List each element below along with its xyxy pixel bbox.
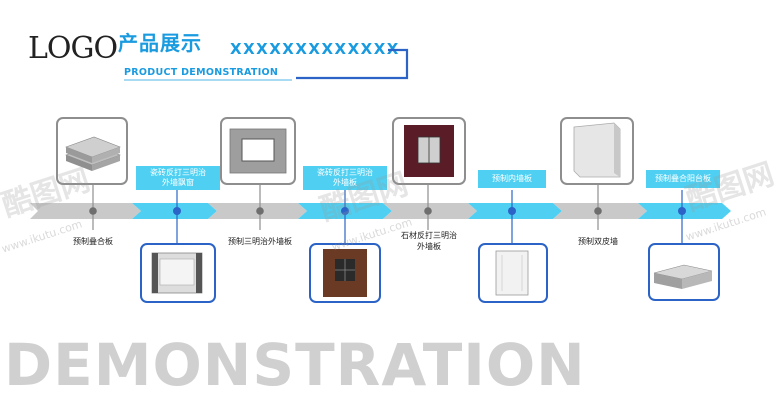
title-placeholder: XXXXXXXXXXXXX bbox=[230, 40, 400, 58]
step-label-3: 预制三明治外墙板 bbox=[228, 237, 292, 246]
timeline-dot-5 bbox=[424, 207, 432, 215]
step-label-box-2: 瓷砖反打三明治 外墙飘窗 bbox=[136, 166, 220, 190]
product-image-sandwich-wall bbox=[229, 128, 287, 174]
product-image-stone-wall bbox=[404, 125, 454, 177]
product-image-balcony-slab bbox=[653, 264, 713, 289]
footer-big-text: DEMONSTRATION bbox=[4, 331, 586, 399]
header-bracket bbox=[296, 48, 409, 80]
logo: LOGO bbox=[28, 31, 118, 66]
timeline-segment-1 bbox=[30, 203, 141, 219]
step-label-7: 预制双皮墙 bbox=[578, 237, 618, 246]
page-title: 产品展示 bbox=[118, 31, 202, 55]
product-image-interior-wall bbox=[495, 250, 529, 296]
product-frame-7 bbox=[560, 117, 634, 185]
product-frame-5 bbox=[392, 117, 466, 185]
timeline-dot-2 bbox=[173, 207, 181, 215]
step-label-4b: 外墙板 bbox=[333, 178, 357, 187]
product-image-slab bbox=[65, 136, 121, 171]
product-frame-2 bbox=[140, 243, 216, 303]
timeline-dot-1 bbox=[89, 207, 97, 215]
timeline-dot-3 bbox=[256, 207, 264, 215]
timeline-dot-6 bbox=[508, 207, 516, 215]
step-label-2a: 瓷砖反打三明治 bbox=[150, 168, 206, 177]
page-subtitle: PRODUCT DEMONSTRATION bbox=[124, 67, 279, 78]
step-label-4a: 瓷砖反打三明治 bbox=[317, 168, 373, 177]
product-frame-1 bbox=[56, 117, 128, 185]
product-image-bay-window bbox=[151, 252, 203, 294]
step-label-2b: 外墙飘窗 bbox=[162, 178, 194, 187]
step-label-5: 石材反打三明治 外墙板 bbox=[392, 230, 466, 252]
step-label-box-8: 预制叠合阳台板 bbox=[646, 170, 720, 188]
timeline-dot-7 bbox=[594, 207, 602, 215]
step-label-box-6: 预制内墙板 bbox=[478, 170, 546, 188]
product-frame-6 bbox=[478, 243, 548, 303]
product-frame-3 bbox=[220, 117, 296, 185]
product-frame-4 bbox=[309, 243, 381, 303]
step-label-box-4: 瓷砖反打三明治 外墙板 bbox=[303, 166, 387, 190]
step-label-8: 预制叠合阳台板 bbox=[655, 174, 711, 183]
timeline-dot-8 bbox=[678, 207, 686, 215]
step-label-6: 预制内墙板 bbox=[492, 174, 532, 183]
step-label-5b: 外墙板 bbox=[417, 242, 441, 251]
product-image-double-wall bbox=[573, 122, 621, 178]
step-label-5a: 石材反打三明治 bbox=[401, 231, 457, 240]
step-label-1: 预制叠合板 bbox=[73, 237, 113, 246]
product-frame-8 bbox=[648, 243, 720, 301]
timeline-dot-4 bbox=[341, 207, 349, 215]
product-image-tile-wall bbox=[323, 249, 367, 297]
